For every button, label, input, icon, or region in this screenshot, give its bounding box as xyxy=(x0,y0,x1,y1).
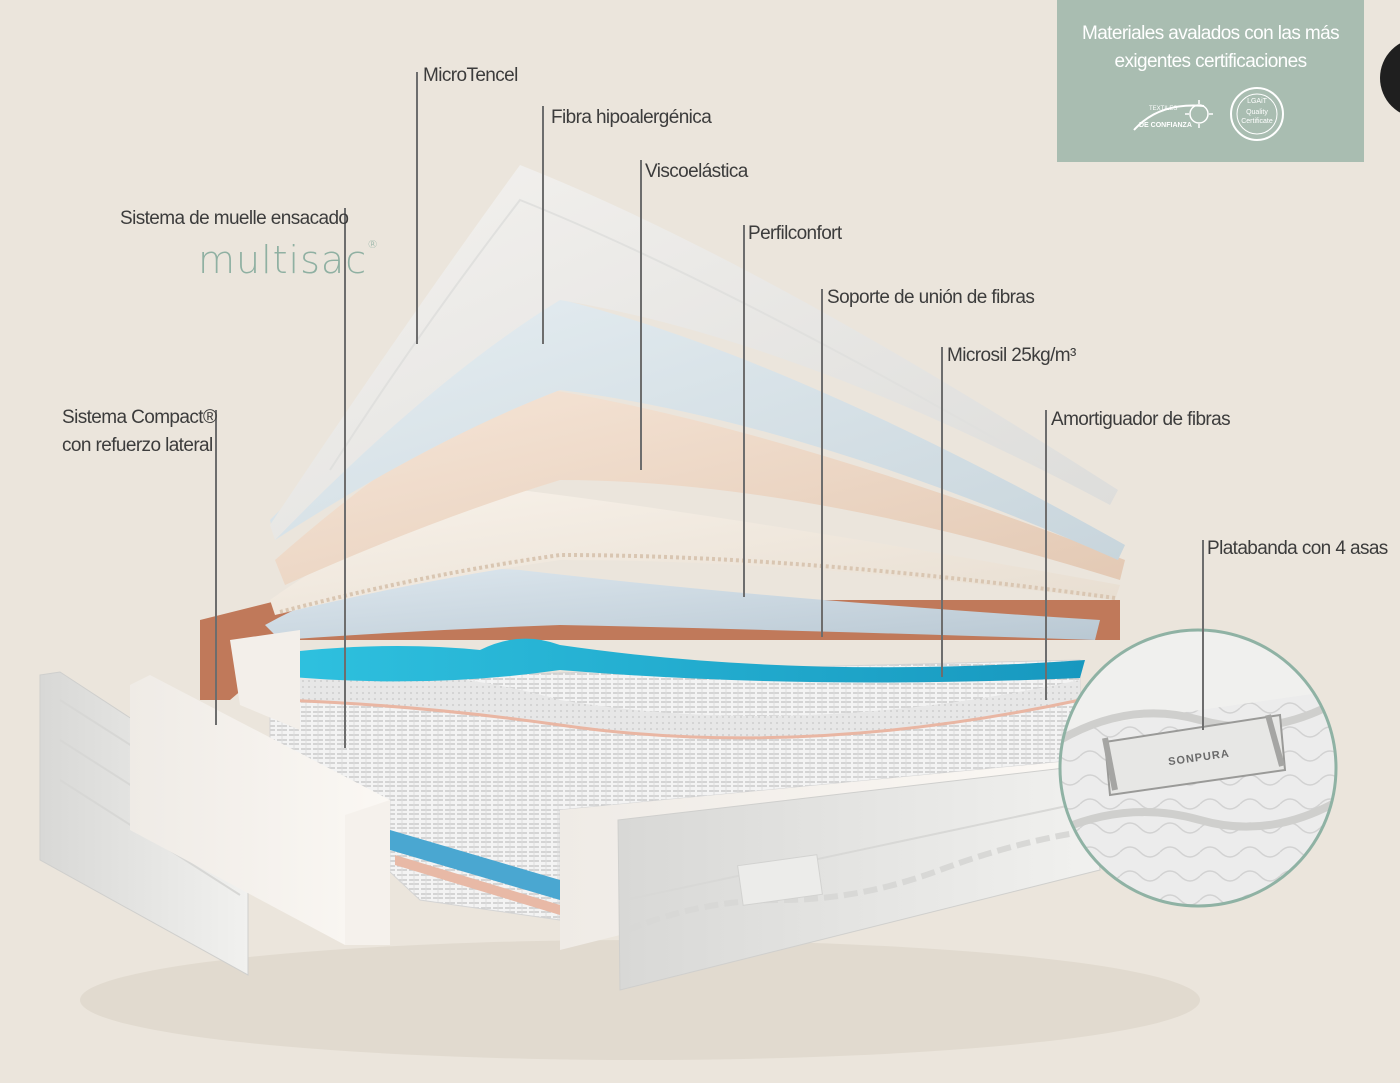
certification-badges: TEXTILES DE CONFIANZA LGAiT Quality Cert… xyxy=(1057,82,1364,148)
label-soporte-union-fibras: Soporte de unión de fibras xyxy=(827,287,1035,308)
multisac-wordmark: multisac xyxy=(198,238,368,282)
label-microtencel: MicroTencel xyxy=(423,65,518,86)
label-compact-line1: Sistema Compact® xyxy=(62,407,217,428)
quality-certificate-badge: LGAiT Quality Certificate xyxy=(1225,82,1289,146)
leader-line-compact xyxy=(215,410,217,725)
label-sistema-compact: Sistema Compact® con refuerzo lateral xyxy=(62,404,217,460)
label-microsil: Microsil 25kg/m³ xyxy=(947,345,1076,366)
leader-line-fibra xyxy=(542,106,544,344)
label-viscoelastica: Viscoelástica xyxy=(645,161,748,182)
oeko-line2: DE CONFIANZA xyxy=(1139,122,1192,129)
registered-mark: ® xyxy=(367,238,380,251)
gots-line2: Quality xyxy=(1246,109,1268,116)
label-platabanda: Platabanda con 4 asas xyxy=(1207,538,1388,559)
leader-line-platabanda xyxy=(1202,540,1204,730)
gots-line1: LGAiT xyxy=(1247,98,1267,105)
leader-line-muelle xyxy=(344,208,346,748)
leader-line-microsil xyxy=(941,347,943,677)
certifications-title-line1: Materiales avalados con las más xyxy=(1081,23,1340,44)
multisac-logo: multisac® xyxy=(198,238,379,282)
leader-line-perfil xyxy=(743,225,745,597)
certifications-title: Materiales avalados con las más exigente… xyxy=(1057,20,1364,76)
certifications-title-line2: exigentes certificaciones xyxy=(1114,51,1308,72)
label-perfilconfort: Perfilconfort xyxy=(748,223,842,244)
sun-icon xyxy=(1133,100,1213,131)
label-compact-line2: con refuerzo lateral xyxy=(62,435,213,456)
leader-line-soporte xyxy=(821,289,823,637)
leader-line-microtencel xyxy=(416,72,418,344)
oeko-line1: TEXTILES xyxy=(1149,106,1178,112)
seal-icon xyxy=(1230,87,1284,141)
gots-line3: Certificate xyxy=(1241,118,1273,125)
label-sistema-muelle-ensacado: Sistema de muelle ensacado xyxy=(120,208,349,229)
label-fibra-hipoalergenica: Fibra hipoalergénica xyxy=(551,107,712,128)
label-amortiguador-fibras: Amortiguador de fibras xyxy=(1051,409,1231,430)
oeko-tex-badge: TEXTILES DE CONFIANZA xyxy=(1129,92,1219,142)
leader-line-visco xyxy=(640,160,642,470)
corner-dark-circle xyxy=(1380,38,1400,118)
certifications-panel: Materiales avalados con las más exigente… xyxy=(1057,0,1364,162)
leader-line-amortiguador xyxy=(1045,410,1047,700)
